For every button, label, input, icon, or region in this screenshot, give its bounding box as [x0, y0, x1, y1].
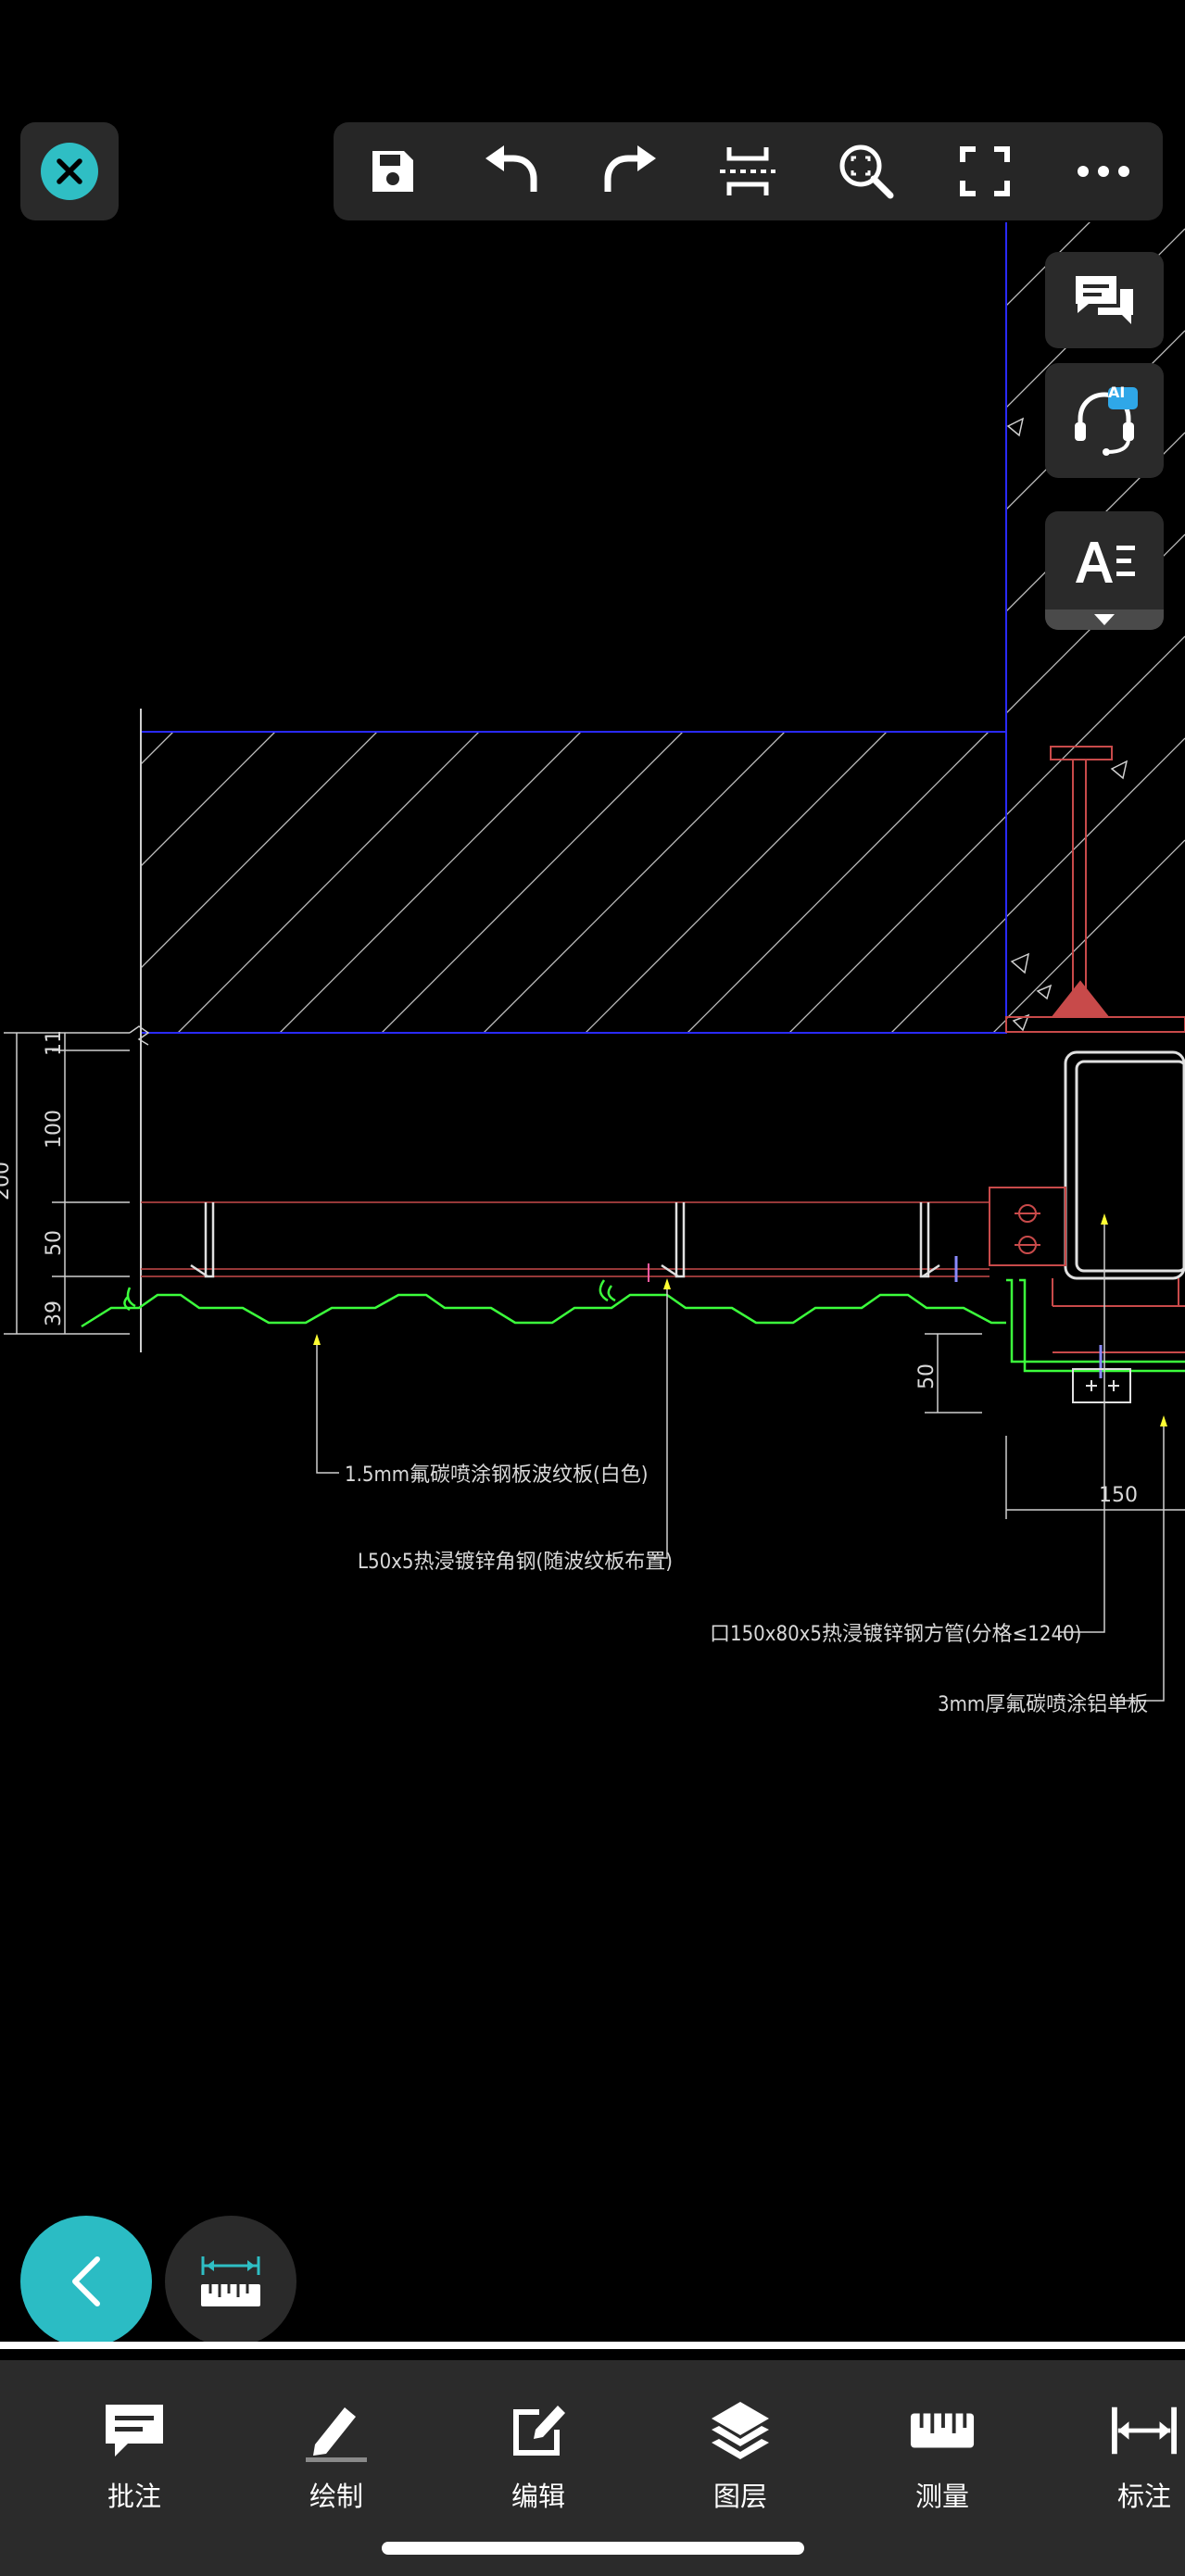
label-square-tube: 口150x80x5热浸镀锌钢方管(分格≤1240) [710, 1623, 1082, 1646]
nav-annotation[interactable]: 批注 [65, 2397, 204, 2518]
nav-draw-label: 绘制 [309, 2481, 363, 2512]
square-tube [1064, 1050, 1185, 1280]
dimension-11: 11 [43, 1030, 66, 1056]
nav-layers[interactable]: 图层 [671, 2397, 810, 2518]
quick-measure-button[interactable] [165, 2216, 296, 2347]
nav-layers-label: 图层 [712, 2481, 767, 2512]
save-icon [372, 151, 413, 192]
fullscreen-icon [960, 146, 1011, 196]
angle-steels [190, 1202, 940, 1278]
top-toolbar [334, 122, 1163, 220]
label-aluminum-panel: 3mm厚氟碳喷涂铝单板 [938, 1693, 1149, 1716]
nav-dimension-label: 标注 [1116, 2481, 1171, 2512]
nav-measure-label: 测量 [914, 2481, 969, 2512]
nav-annotation-label: 批注 [107, 2481, 161, 2512]
undo-icon [485, 145, 537, 192]
annotation-icon [101, 2397, 168, 2464]
dimension-icon [1111, 2397, 1178, 2464]
nav-edit-label: 编辑 [511, 2481, 565, 2512]
fixing-markers [313, 1213, 1167, 1426]
more-button[interactable] [1062, 130, 1145, 213]
dimension-50-left: 50 [43, 1230, 66, 1256]
section-button[interactable] [706, 130, 789, 213]
text-style-button[interactable] [1045, 511, 1164, 630]
dimension-100: 100 [43, 1110, 66, 1149]
back-button[interactable] [20, 2216, 152, 2347]
save-button[interactable] [351, 130, 435, 213]
dimension-39: 39 [43, 1301, 66, 1326]
section-icon [720, 147, 776, 195]
nav-dimension[interactable]: 标注 [1075, 2397, 1185, 2518]
nav-measure[interactable]: 测量 [873, 2397, 1012, 2518]
edit-icon [505, 2397, 572, 2464]
fullscreen-button[interactable] [943, 130, 1027, 213]
headset-icon [1075, 387, 1138, 456]
divider [0, 2342, 1185, 2349]
dimension-lines [4, 1025, 1185, 1519]
close-button[interactable] [20, 122, 119, 220]
undo-button[interactable] [470, 130, 553, 213]
ruler-measure-icon [201, 2256, 260, 2306]
connector-plate [1072, 1368, 1131, 1403]
bracket [989, 1187, 1185, 1353]
label-angle-steel: L50x5热浸镀锌角钢(随波纹板布置) [358, 1551, 673, 1574]
comments-button[interactable] [1045, 252, 1164, 348]
ai-assistant-button[interactable]: AI [1045, 363, 1164, 478]
redo-icon [604, 145, 656, 192]
steel-post [1005, 746, 1185, 1033]
text-format-icon [1076, 542, 1135, 583]
label-steel-panel: 1.5mm氟碳喷涂钢板波纹板(白色) [345, 1464, 649, 1487]
redo-button[interactable] [588, 130, 672, 213]
concrete-slab-hatch [141, 732, 1006, 1033]
leader-lines [316, 1225, 1165, 1702]
corrugated-panel [81, 1278, 1185, 1373]
chevron-down-icon [1045, 609, 1164, 630]
more-icon [1077, 166, 1129, 177]
pencil-icon [303, 2397, 370, 2464]
dimension-200: 200 [0, 1162, 14, 1200]
nav-draw[interactable]: 绘制 [267, 2397, 406, 2518]
ruler-icon [909, 2397, 976, 2464]
zoom-extents-button[interactable] [825, 130, 908, 213]
dimension-50-right: 50 [915, 1363, 939, 1389]
bottom-navigation-bar [0, 2360, 1185, 2576]
chat-icon [1076, 276, 1133, 324]
chevron-left-icon [72, 2256, 100, 2306]
nav-edit[interactable]: 编辑 [469, 2397, 608, 2518]
home-indicator[interactable] [382, 2542, 804, 2555]
close-icon [41, 143, 98, 200]
dimension-150: 150 [1099, 1484, 1138, 1507]
layers-icon [707, 2397, 774, 2464]
slab-outline [140, 731, 1007, 1034]
ai-badge-text: AI [1108, 383, 1126, 401]
zoom-extents-icon [839, 145, 894, 199]
